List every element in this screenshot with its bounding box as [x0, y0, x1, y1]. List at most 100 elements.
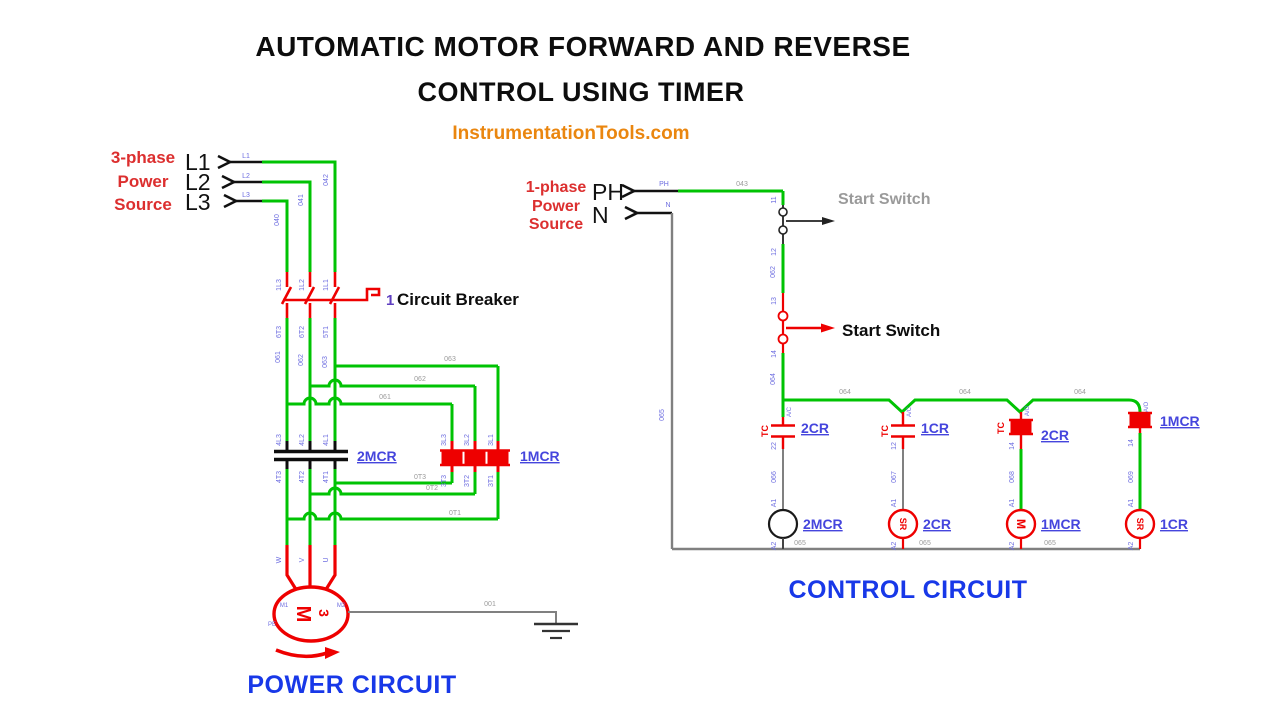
- wire-label: 4T2: [299, 471, 306, 483]
- wire-label: 14: [1128, 439, 1135, 447]
- wire-label: 4L3: [276, 434, 283, 446]
- wire-label: 4L2: [299, 434, 306, 446]
- wire-label: 063: [444, 356, 456, 363]
- wire-label: 065: [794, 540, 806, 547]
- wire-label: 065: [659, 409, 666, 421]
- wire-label: 13: [771, 297, 778, 305]
- wire-label: 1L1: [323, 279, 330, 291]
- terminal-n-label: N: [592, 202, 609, 228]
- wire-label: 12: [891, 442, 898, 450]
- wire-label: A1: [1009, 499, 1016, 508]
- motor-symbol: M 3: [272, 585, 350, 643]
- timer-tag-2: TC: [880, 425, 890, 437]
- wire-label: A/C: [907, 406, 913, 417]
- wire-label: 065: [919, 540, 931, 547]
- terminal-stub-wires: [230, 160, 262, 203]
- power-source-line1: 3-phase: [111, 148, 175, 167]
- wire-label: A2: [771, 542, 778, 551]
- wire-label: 064: [1074, 389, 1086, 396]
- circuit-breaker-symbol: [280, 272, 381, 318]
- wire-label: 1L2: [299, 279, 306, 291]
- control-bus-wire: [783, 398, 1142, 415]
- wire-label: 064: [839, 389, 851, 396]
- wire-label: 5T1: [323, 326, 330, 338]
- wire-label: 4T3: [276, 471, 283, 483]
- wire-label: 063: [322, 356, 329, 368]
- wire-label: A1: [1128, 499, 1135, 508]
- branch-4: 1MCR SR 1CR: [1124, 411, 1200, 549]
- wire-label: 065: [1044, 540, 1056, 547]
- wire-label: 0T2: [426, 485, 438, 492]
- timer-tag-3: TC: [996, 422, 1006, 434]
- wire-label: A/O: [1025, 406, 1031, 417]
- wire-label: 064: [770, 373, 777, 385]
- start-switch-main-symbol[interactable]: [777, 310, 836, 345]
- wire-label: 3L3: [441, 434, 448, 446]
- reverse-branch-wires: [287, 364, 500, 521]
- wire-label: A2: [1128, 542, 1135, 551]
- wire-label: 068: [1009, 471, 1016, 483]
- motor-m-glyph: M: [292, 606, 314, 623]
- branch-1: TC 2CR 2MCR: [760, 400, 843, 549]
- coil-1mcr-glyph: M: [1014, 519, 1028, 529]
- wire-label: PH: [659, 181, 669, 188]
- branch1-coil-label: 2MCR: [803, 516, 843, 532]
- rotation-arrow-icon: [275, 647, 340, 659]
- wire-label: 3L1: [488, 434, 495, 446]
- wire-label: 3T2: [464, 475, 471, 487]
- branch2-contact-label: 1CR: [921, 420, 949, 436]
- wire-label: A1: [891, 499, 898, 508]
- motor-ground-wire: [348, 611, 557, 624]
- branch1-contact-label: 2CR: [801, 420, 829, 436]
- terminal-l3-label: L3: [185, 189, 211, 215]
- branch-3: TC 2CR M 1MCR: [996, 412, 1081, 549]
- wire-label: 14: [1009, 442, 1016, 450]
- terminal-l3-arrow-icon: [223, 193, 239, 209]
- wire-label: 062: [770, 266, 777, 278]
- wire-label: L3: [242, 192, 250, 199]
- motor-phase-glyph: 3: [316, 609, 332, 617]
- start-switch-main-label: Start Switch: [842, 321, 940, 340]
- wire-label: 061: [275, 351, 282, 363]
- wire-label: A2: [1009, 542, 1016, 551]
- contactor-2mcr-label: 2MCR: [357, 448, 397, 464]
- website-link[interactable]: InstrumentationTools.com: [452, 123, 689, 144]
- wire-label: 1L3: [276, 279, 283, 291]
- wire-label: A2: [891, 542, 898, 551]
- wire-label: 042: [323, 174, 330, 186]
- motor-feed-wires: [285, 545, 337, 592]
- wire-label: 12: [771, 248, 778, 256]
- wire-label: 064: [959, 389, 971, 396]
- power-feeder-wires: [285, 318, 337, 545]
- wire-label: V: [299, 557, 306, 562]
- wire-label: 040: [274, 214, 281, 226]
- wire-label: 001: [484, 601, 496, 608]
- timer-tag-1: TC: [760, 425, 770, 437]
- terminal-l2-label: L2: [185, 169, 211, 195]
- page-title-line1: AUTOMATIC MOTOR FORWARD AND REVERSE: [255, 31, 910, 62]
- page-title-line2: CONTROL USING TIMER: [417, 77, 744, 107]
- control-source-line2: Power: [532, 198, 580, 215]
- branch2-coil-label: 2CR: [923, 516, 951, 532]
- power-source-line3: Source: [114, 195, 172, 214]
- control-terminals: PH N: [592, 179, 640, 228]
- wire-label: 3L2: [464, 434, 471, 446]
- wire-label: W: [276, 556, 283, 563]
- coil-2mcr-symbol: [767, 508, 799, 540]
- breaker-label: Circuit Breaker: [397, 290, 519, 309]
- wire-label: 0T3: [414, 474, 426, 481]
- wire-label: 14: [771, 350, 778, 358]
- power-incoming-wires: [262, 160, 337, 272]
- start-switch-top-symbol[interactable]: [778, 207, 835, 235]
- wire-label: L1: [242, 153, 250, 160]
- wire-label: 062: [298, 354, 305, 366]
- terminal-l1-arrow-icon: [217, 154, 233, 170]
- branch3-contact-label: 2CR: [1041, 427, 1069, 443]
- terminal-l1-label: L1: [185, 149, 211, 175]
- relay-contact-2cr-symbol: [1009, 412, 1033, 449]
- coil-2cr-glyph: SR: [898, 518, 908, 531]
- wire-label: L2: [242, 173, 250, 180]
